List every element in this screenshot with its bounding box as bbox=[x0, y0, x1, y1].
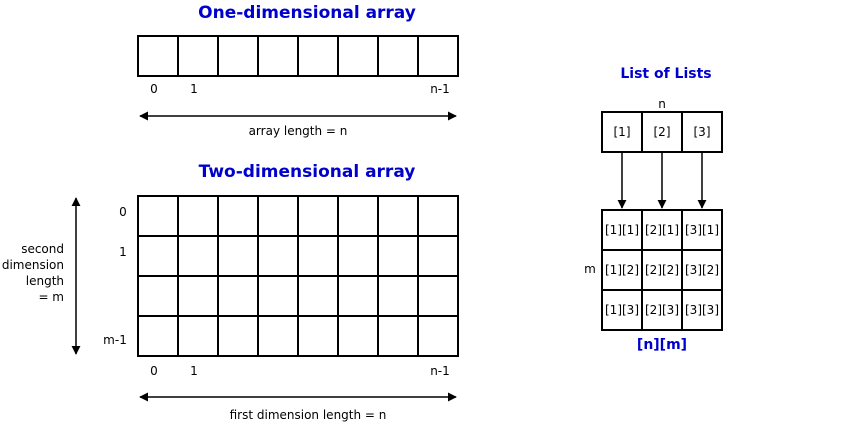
two-d-cell bbox=[337, 275, 379, 317]
two-d-cell bbox=[217, 195, 259, 237]
two-d-cell bbox=[297, 315, 339, 357]
two-d-cell bbox=[257, 235, 299, 277]
second-dim-line-3: length bbox=[26, 274, 64, 288]
two-d-col-index-1: 1 bbox=[190, 364, 198, 378]
two-d-cell bbox=[177, 315, 219, 357]
two-d-array-cells bbox=[137, 195, 459, 357]
one-d-index-last: n-1 bbox=[430, 82, 450, 96]
two-d-col-index-last: n-1 bbox=[430, 364, 450, 378]
list-grid-label: [1][2] bbox=[605, 263, 639, 277]
two-d-cell bbox=[217, 235, 259, 277]
two-d-array-title: Two-dimensional array bbox=[199, 162, 416, 182]
two-d-cell bbox=[417, 275, 459, 317]
two-d-cell bbox=[137, 235, 179, 277]
list-of-lists-top-label: n bbox=[658, 97, 666, 111]
one-d-array-title: One-dimensional array bbox=[198, 3, 416, 23]
one-d-cell bbox=[217, 35, 259, 77]
two-d-cell bbox=[137, 195, 179, 237]
list-header-label: [3] bbox=[694, 125, 711, 139]
two-d-row-index-0: 0 bbox=[119, 205, 127, 219]
two-d-cell bbox=[177, 275, 219, 317]
one-d-array-cells bbox=[137, 35, 459, 77]
list-grid-label: [1][3] bbox=[605, 303, 639, 317]
two-d-cell bbox=[257, 275, 299, 317]
one-d-index-1: 1 bbox=[190, 82, 198, 96]
two-d-cell bbox=[377, 195, 419, 237]
two-d-cell bbox=[377, 315, 419, 357]
list-of-lists-bottom-label: [n][m] bbox=[637, 337, 687, 353]
two-d-cell bbox=[137, 315, 179, 357]
one-d-cell bbox=[417, 35, 459, 77]
two-d-cell bbox=[137, 275, 179, 317]
two-d-col-index-0: 0 bbox=[150, 364, 158, 378]
list-grid-cell bbox=[681, 289, 723, 331]
one-d-index-0: 0 bbox=[150, 82, 158, 96]
two-d-cell bbox=[177, 235, 219, 277]
second-dim-line-4: = m bbox=[38, 290, 64, 304]
list-grid-cell bbox=[641, 249, 683, 291]
one-d-cell bbox=[177, 35, 219, 77]
list-grid-label: [3][3] bbox=[685, 303, 719, 317]
two-d-cell bbox=[337, 315, 379, 357]
list-grid-label: [2][1] bbox=[645, 223, 679, 237]
two-d-cell bbox=[257, 195, 299, 237]
one-d-cell bbox=[257, 35, 299, 77]
two-d-cell bbox=[417, 315, 459, 357]
two-d-cell bbox=[297, 275, 339, 317]
two-d-cell bbox=[377, 275, 419, 317]
list-grid-cell bbox=[601, 289, 643, 331]
list-grid-cell bbox=[641, 289, 683, 331]
two-d-cell bbox=[217, 315, 259, 357]
one-d-cell bbox=[377, 35, 419, 77]
list-grid-label: [3][2] bbox=[685, 263, 719, 277]
list-of-lists-title: List of Lists bbox=[620, 66, 711, 82]
list-header-label: [1] bbox=[614, 125, 631, 139]
list-header-cell bbox=[641, 111, 683, 153]
two-d-cell bbox=[217, 275, 259, 317]
one-d-cell bbox=[137, 35, 179, 77]
two-d-cell bbox=[337, 195, 379, 237]
two-d-cell bbox=[377, 235, 419, 277]
first-dimension-label: first dimension length = n bbox=[230, 408, 387, 422]
two-d-cell bbox=[177, 195, 219, 237]
list-grid-label: [3][1] bbox=[685, 223, 719, 237]
two-d-row-index-1: 1 bbox=[119, 245, 127, 259]
second-dimension-label: second dimension length = m bbox=[2, 242, 64, 304]
two-d-cell bbox=[337, 235, 379, 277]
two-d-cell bbox=[297, 235, 339, 277]
list-of-lists-header-row: [1] [2] [3] bbox=[601, 111, 723, 153]
two-d-cell bbox=[417, 195, 459, 237]
two-d-cell bbox=[257, 315, 299, 357]
one-d-cell bbox=[337, 35, 379, 77]
two-d-cell bbox=[297, 195, 339, 237]
list-of-lists-side-label: m bbox=[584, 262, 596, 276]
list-grid-label: [2][2] bbox=[645, 263, 679, 277]
list-grid-label: [2][3] bbox=[645, 303, 679, 317]
second-dim-line-1: second bbox=[21, 242, 64, 256]
list-header-label: [2] bbox=[654, 125, 671, 139]
list-header-cell bbox=[681, 111, 723, 153]
list-grid-label: [1][1] bbox=[605, 223, 639, 237]
one-d-length-label: array length = n bbox=[249, 124, 348, 138]
list-header-cell bbox=[601, 111, 643, 153]
list-of-lists-grid: [1][1] [2][1] [3][1] [1][2] [2][2] [3][2] [1][… bbox=[601, 209, 723, 331]
two-d-row-index-last: m-1 bbox=[103, 333, 127, 347]
list-grid-cell bbox=[641, 209, 683, 251]
two-d-cell bbox=[417, 235, 459, 277]
second-dim-line-2: dimension bbox=[2, 258, 64, 272]
list-of-lists-arrows bbox=[617, 152, 707, 209]
one-d-cell bbox=[297, 35, 339, 77]
list-grid-cell bbox=[681, 209, 723, 251]
